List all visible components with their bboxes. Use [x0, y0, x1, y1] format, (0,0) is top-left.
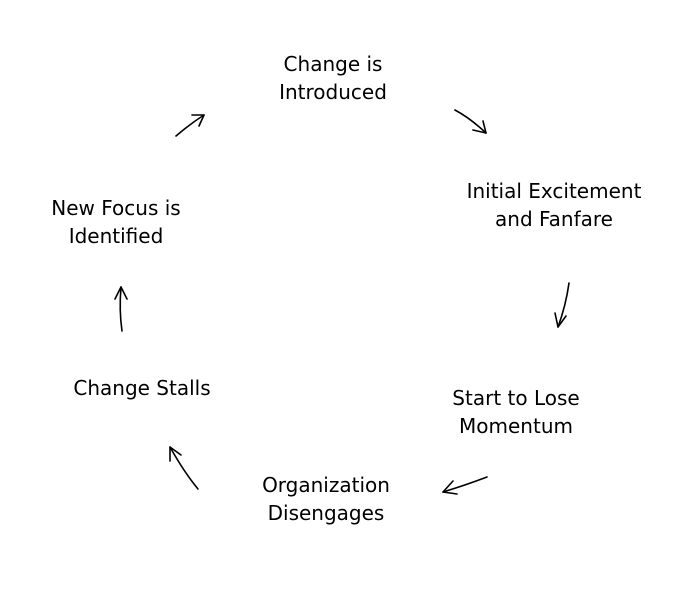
arrow-excitement-to-momentum — [554, 282, 570, 328]
node-org-disengages: Organization Disengages — [262, 471, 390, 527]
node-line: Disengages — [267, 501, 385, 525]
arrow-disengages-to-stalls — [169, 446, 199, 490]
node-line: and Fanfare — [495, 207, 613, 231]
arrow-newfocus-to-introduced — [175, 114, 205, 137]
node-line: Initial Excitement — [466, 179, 642, 203]
arrow-introduced-to-excitement — [454, 109, 487, 134]
node-line: New Focus is — [51, 196, 181, 220]
node-line: Start to Lose — [452, 386, 580, 410]
node-line: Introduced — [279, 80, 387, 104]
node-change-introduced: Change is Introduced — [279, 50, 387, 106]
node-new-focus: New Focus is Identified — [51, 194, 180, 250]
node-line: Change is — [283, 52, 383, 76]
node-initial-excitement: Initial Excitement and Fanfare — [467, 177, 642, 233]
node-change-stalls: Change Stalls — [73, 374, 210, 402]
node-lose-momentum: Start to Lose Momentum — [452, 384, 579, 440]
node-line: Identified — [68, 224, 164, 248]
arrow-stalls-to-newfocus — [114, 286, 128, 332]
node-line: Change Stalls — [73, 376, 211, 400]
node-line: Momentum — [459, 414, 573, 438]
arrow-momentum-to-disengages — [442, 476, 488, 495]
node-line: Organization — [262, 473, 390, 497]
